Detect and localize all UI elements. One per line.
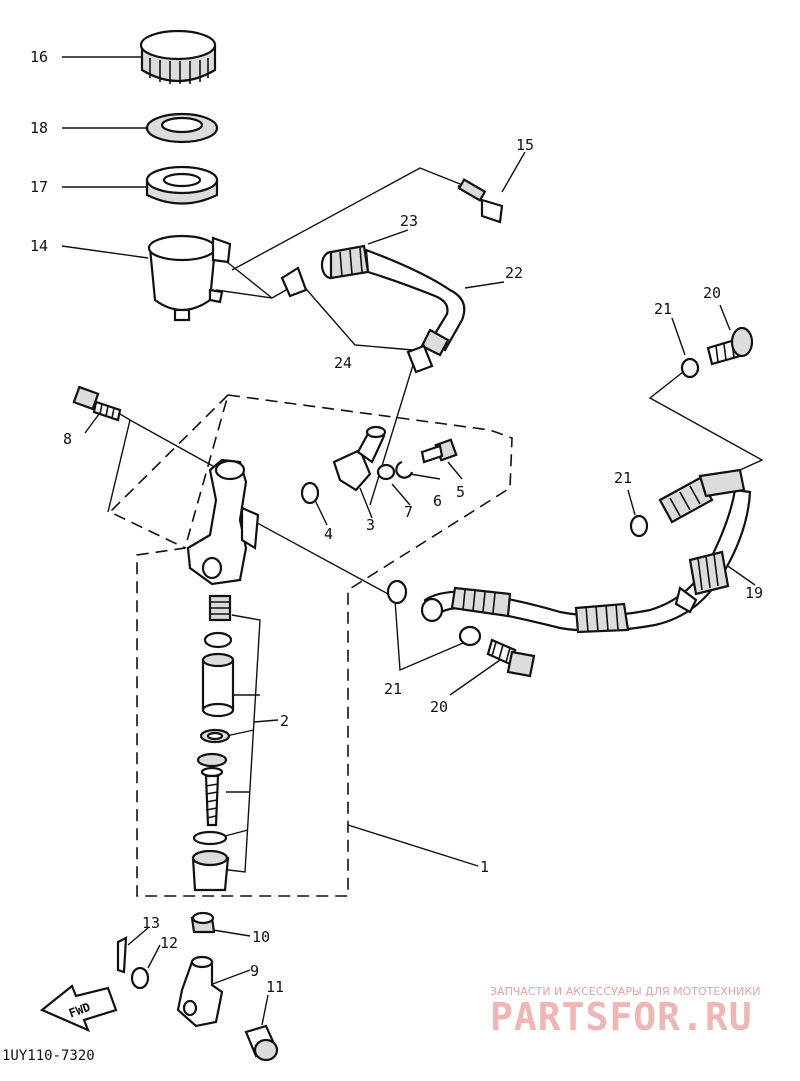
callout-5: 5 <box>456 483 465 501</box>
callout-17: 17 <box>30 178 48 196</box>
callout-20-upper: 20 <box>703 284 721 302</box>
cotter-pin-13[interactable] <box>116 936 128 974</box>
callout-20-lower: 20 <box>430 698 448 716</box>
washer-7[interactable] <box>376 463 396 481</box>
callout-6: 6 <box>433 492 442 510</box>
assembly-boundary <box>136 394 513 897</box>
reservoir-cap[interactable] <box>139 29 217 84</box>
callout-10: 10 <box>252 928 270 946</box>
diaphragm-plate[interactable] <box>145 165 219 205</box>
clevis-9[interactable] <box>176 955 224 1028</box>
copper-washer-21-mid[interactable] <box>629 514 649 538</box>
union-bolt-20-upper[interactable] <box>706 326 754 366</box>
circlip-6[interactable] <box>395 460 414 479</box>
screw-5[interactable] <box>420 438 458 464</box>
callout-9: 9 <box>250 962 259 980</box>
brake-hose-19[interactable] <box>420 468 752 634</box>
callout-18: 18 <box>30 119 48 137</box>
callout-13: 13 <box>142 914 160 932</box>
o-ring-4[interactable] <box>300 481 320 505</box>
callout-21-lower: 21 <box>384 680 402 698</box>
callout-12: 12 <box>160 934 178 952</box>
callout-4: 4 <box>324 525 333 543</box>
copper-washer-21-lower-a[interactable] <box>386 579 408 605</box>
reservoir-tank[interactable] <box>147 234 232 322</box>
callout-14: 14 <box>30 237 48 255</box>
copper-washer-21-lower-b[interactable] <box>458 625 482 647</box>
diaphragm[interactable] <box>145 112 219 144</box>
callout-21-mid: 21 <box>614 469 632 487</box>
callout-8: 8 <box>63 430 72 448</box>
union-bolt-20-lower[interactable] <box>486 638 536 678</box>
callout-19: 19 <box>745 584 763 602</box>
hose-clamp-23[interactable] <box>320 244 370 280</box>
diagram-code: 1UY110-7320 <box>2 1048 95 1064</box>
callout-24: 24 <box>334 354 352 372</box>
master-cylinder-body[interactable] <box>186 458 260 586</box>
watermark-brand: PARTSFOR.RU <box>490 995 753 1039</box>
piston-kit-2[interactable] <box>191 594 235 892</box>
callout-7: 7 <box>404 503 413 521</box>
callout-11: 11 <box>266 978 284 996</box>
callout-15: 15 <box>516 136 534 154</box>
callout-23: 23 <box>400 212 418 230</box>
forward-arrow: FWD <box>39 984 118 1033</box>
clevis-pin-11[interactable] <box>244 1024 279 1062</box>
watermark-tagline: ЗАПЧАСТИ И АКСЕССУАРЫ ДЛЯ МОТОТЕХНИКИ <box>490 985 760 998</box>
forward-arrow-label: FWD <box>67 1000 92 1021</box>
watermark: ЗАПЧАСТИ И АКСЕССУАРЫ ДЛЯ МОТОТЕХНИКИ PA… <box>490 985 760 1039</box>
callout-22: 22 <box>505 264 523 282</box>
nut-10[interactable] <box>190 911 216 934</box>
callout-16: 16 <box>30 48 48 66</box>
callout-1: 1 <box>480 858 489 876</box>
callout-3: 3 <box>366 516 375 534</box>
hose-joint-3[interactable] <box>332 425 387 492</box>
screw-15[interactable] <box>457 178 504 224</box>
reservoir-hose[interactable] <box>364 248 466 357</box>
washer-12[interactable] <box>130 966 150 990</box>
callout-numbers: 16 18 17 14 15 23 22 24 21 20 8 5 6 7 3 … <box>30 48 763 996</box>
callout-21-upper: 21 <box>654 300 672 318</box>
hose-clip-24[interactable] <box>280 266 434 374</box>
callout-2: 2 <box>280 712 289 730</box>
copper-washer-21-upper[interactable] <box>680 357 700 379</box>
bolt-8[interactable] <box>72 385 122 422</box>
